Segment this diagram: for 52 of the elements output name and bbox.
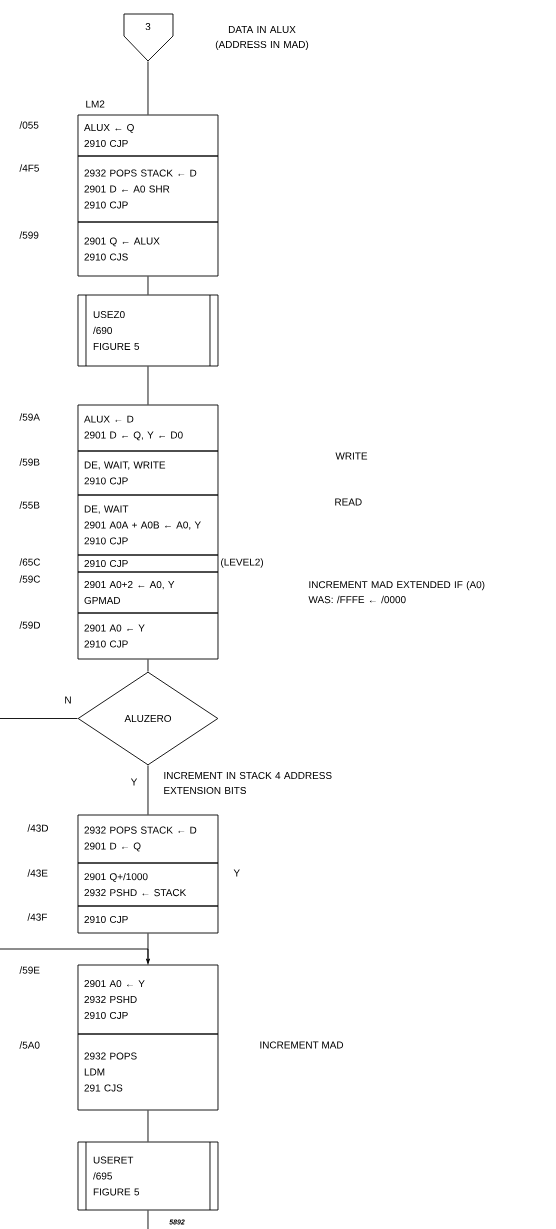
connector-line bbox=[147, 276, 149, 295]
comment-text: INCREMENT MAD EXTENDED IF (A0) WAS: /FFFE ← /0000 bbox=[308, 580, 485, 604]
address-label: /59D bbox=[19, 621, 40, 629]
process-box: ALUX ← D 2901 D ← Q, Y ← D0 bbox=[77, 404, 219, 452]
connector-line bbox=[147, 1110, 149, 1142]
connector-line bbox=[147, 1210, 149, 1229]
connector-line bbox=[147, 366, 149, 405]
comment-text: DATA IN ALUX (ADDRESS IN MAD) bbox=[215, 26, 309, 50]
comment-text: INCREMENT MAD bbox=[260, 1041, 344, 1049]
label-text: LM2 bbox=[86, 100, 105, 108]
address-label: /59E bbox=[19, 966, 40, 974]
address-label: /59C bbox=[19, 575, 41, 583]
address-label: /599 bbox=[19, 231, 39, 239]
comment-text: Y bbox=[233, 869, 240, 877]
connector-line bbox=[147, 933, 149, 965]
process-box: DE, WAIT 2901 A0A + A0B ← A0, Y 2910 CJP bbox=[77, 494, 219, 556]
edge-label: N bbox=[65, 696, 71, 704]
process-box: ALUX ← Q 2910 CJP bbox=[77, 114, 219, 157]
process-box: 2901 A0+2 ← A0, Y GPMAD bbox=[77, 571, 219, 614]
process-box: 2901 A0 ← Y 2932 PSHD 2910 CJP bbox=[77, 964, 219, 1035]
comment-text: WRITE bbox=[335, 452, 368, 460]
process-box: 2910 CJP bbox=[77, 554, 219, 573]
comment-text: (LEVEL2) bbox=[221, 558, 263, 568]
connector-line bbox=[147, 765, 149, 815]
address-label: /5A0 bbox=[19, 1041, 40, 1049]
subroutine-box: USERET /695 FIGURE 5 bbox=[77, 1141, 219, 1211]
address-label: /43D bbox=[27, 824, 48, 832]
address-label: /43F bbox=[27, 913, 47, 921]
subroutine-box: USEZ0 /690 FIGURE 5 bbox=[77, 294, 219, 367]
connector-line bbox=[147, 61, 149, 115]
address-label: /055 bbox=[19, 121, 39, 129]
address-label: /43E bbox=[27, 869, 48, 877]
comment-text: READ bbox=[335, 498, 362, 506]
process-box: DE, WAIT, WRITE 2910 CJP bbox=[77, 450, 219, 496]
comment-text: INCREMENT IN STACK 4 ADDRESS EXTENSION BITS bbox=[164, 772, 332, 794]
address-label: /59B bbox=[19, 458, 40, 466]
process-box: 2901 A0 ← Y 2910 CJP bbox=[77, 612, 219, 660]
process-box: 2932 POPS STACK ← D 2901 D ← Q bbox=[77, 814, 219, 864]
process-box: 2901 Q ← ALUX 2910 CJS bbox=[77, 221, 219, 277]
edge-label: Y bbox=[130, 778, 138, 786]
off-page-connector: 3 bbox=[123, 13, 174, 62]
process-box: 2901 Q+/1000 2932 PSHD ← STACK bbox=[77, 862, 219, 907]
address-label: /4F5 bbox=[19, 164, 39, 172]
process-box: 2910 CJP bbox=[77, 905, 219, 934]
connector-line bbox=[147, 659, 149, 672]
address-label: /55B bbox=[19, 501, 40, 509]
connector-line bbox=[0, 718, 78, 719]
address-label: /59A bbox=[19, 413, 40, 421]
arrow bbox=[0, 948, 151, 964]
process-box: 2932 POPS STACK ← D 2901 D ← A0 SHR 2910 CJP bbox=[77, 155, 219, 223]
address-label: /65C bbox=[19, 558, 41, 566]
process-box: 2932 POPS LDM 291 CJS bbox=[77, 1033, 219, 1111]
